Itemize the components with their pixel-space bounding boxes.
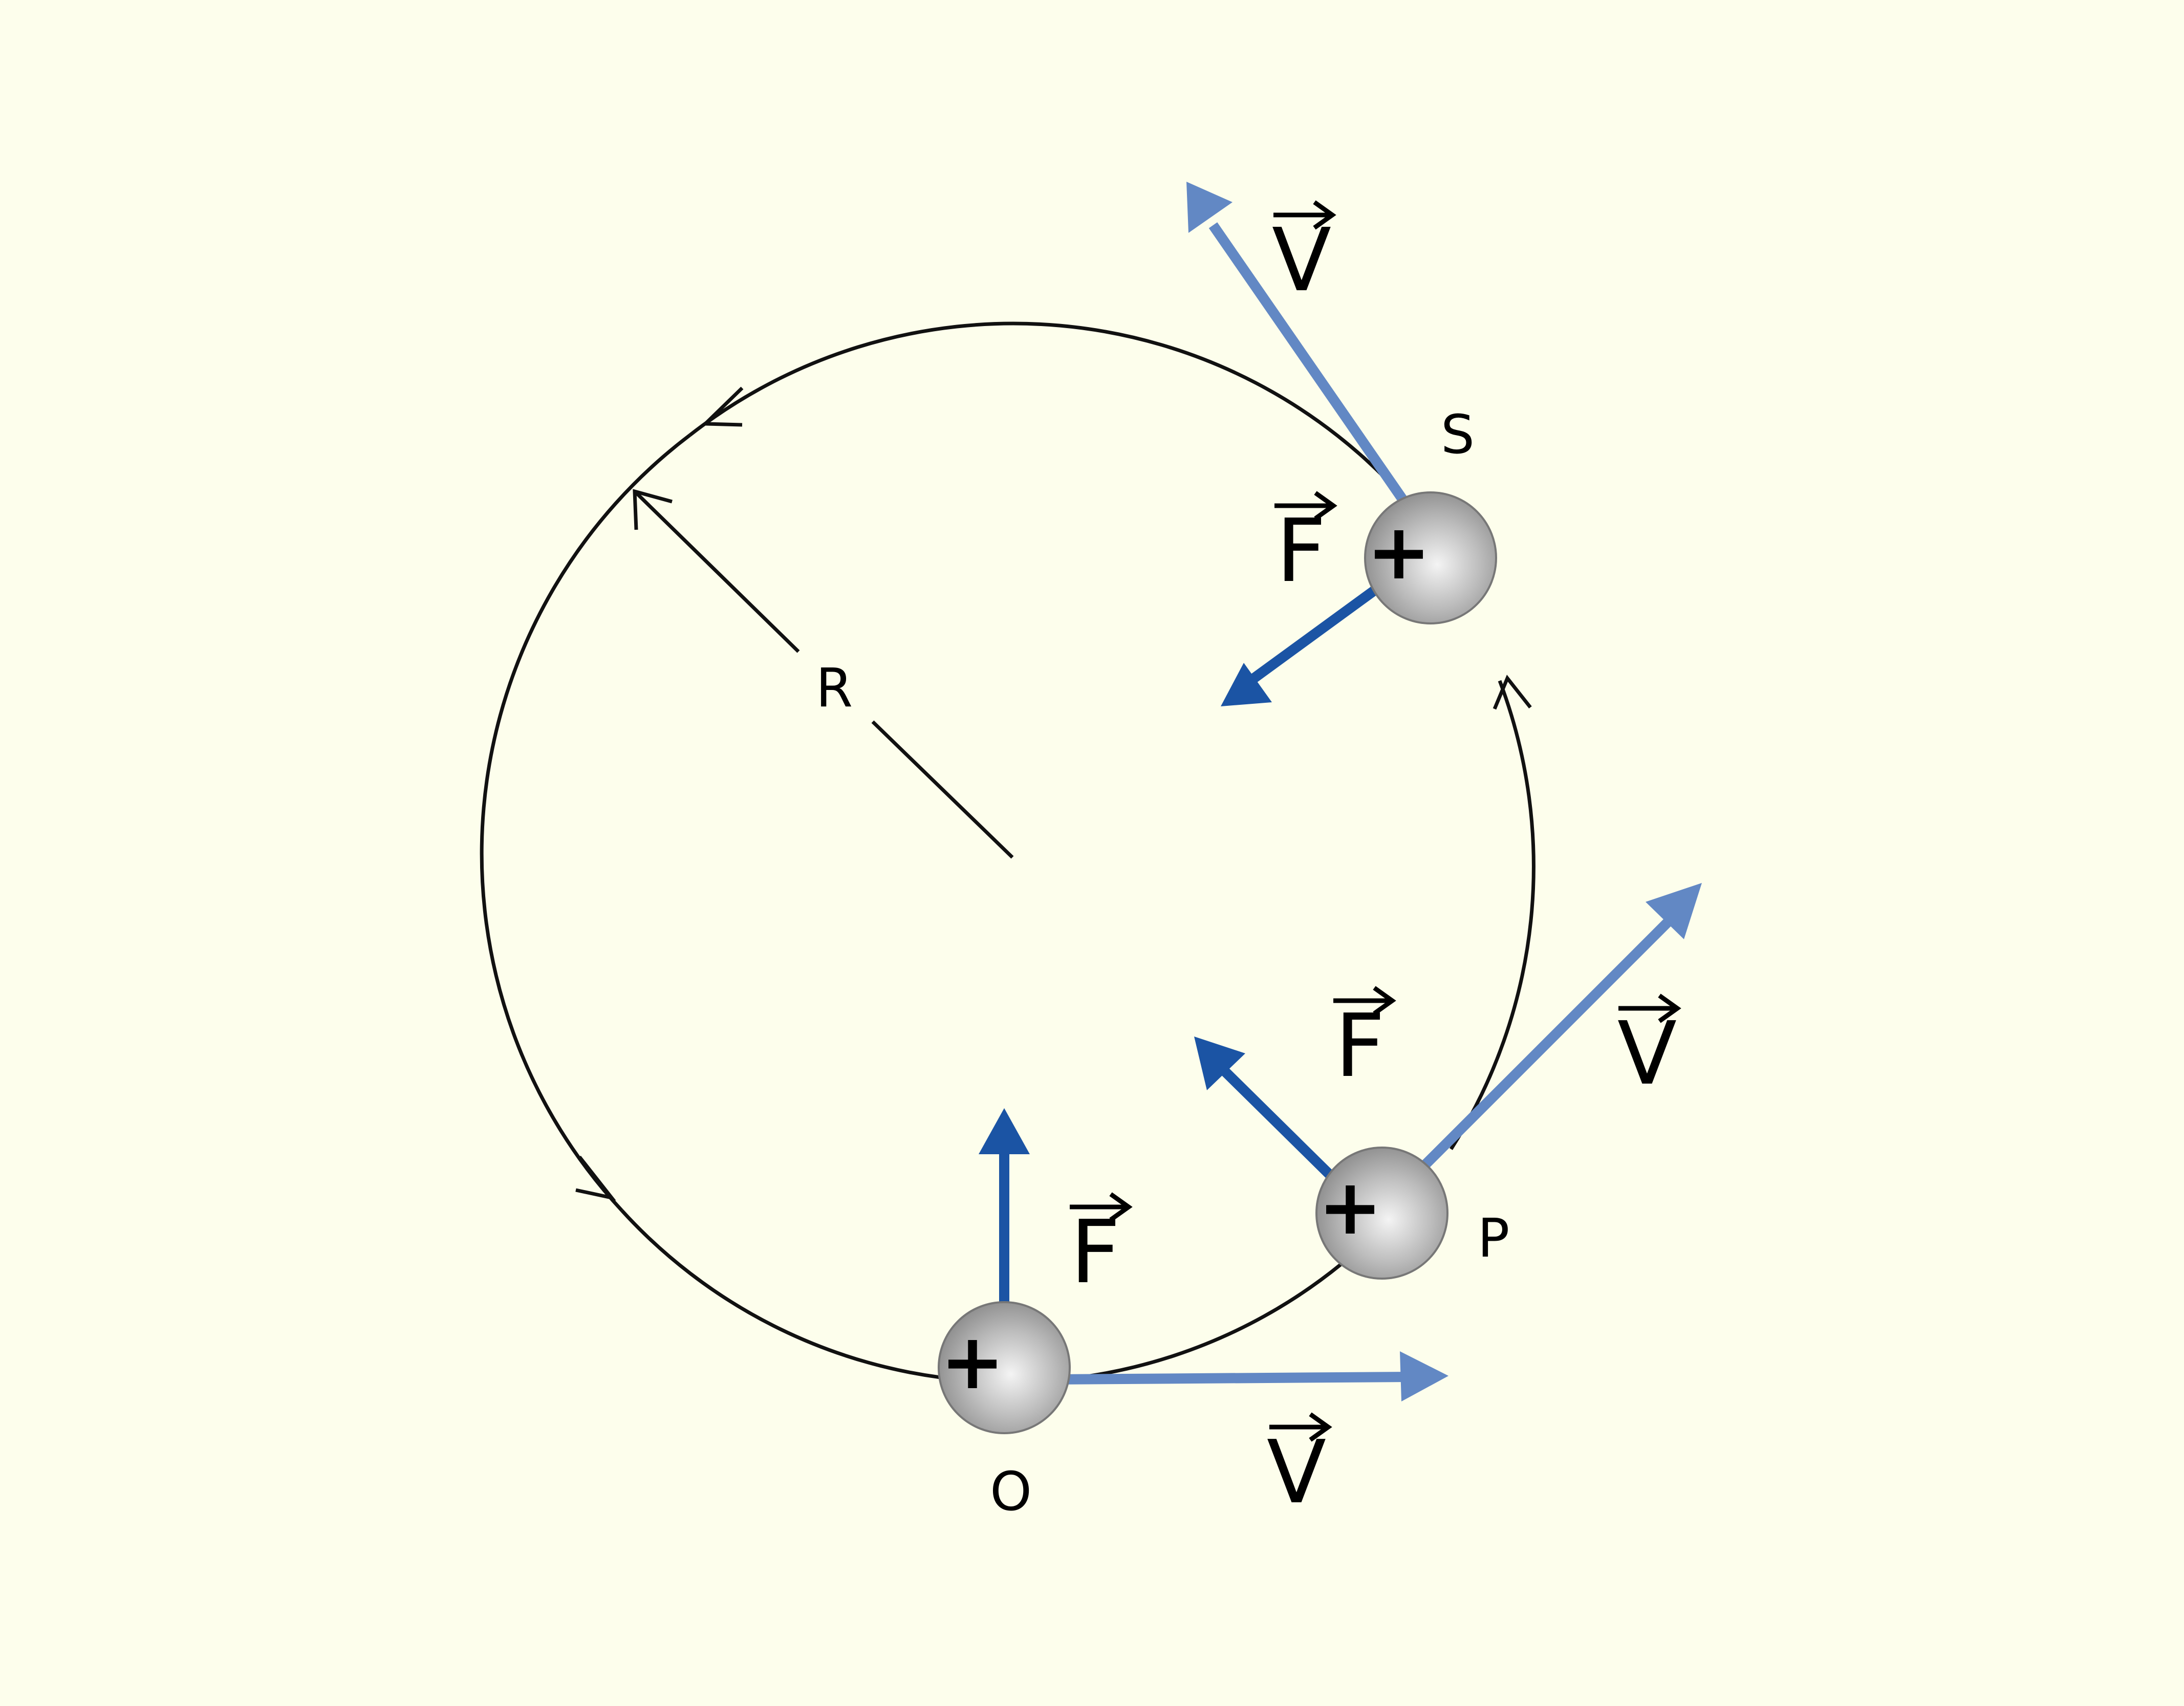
svg-text:V: V — [1267, 1422, 1326, 1523]
velocity-arrow-s-head-icon — [1186, 182, 1232, 233]
charge-sign-o: + — [940, 1318, 1005, 1407]
force-label-o: F — [1070, 1192, 1133, 1303]
force-arrow-s-head-icon — [1221, 663, 1272, 706]
velocity-arrow-p-shaft — [1421, 915, 1675, 1169]
svg-text:V: V — [1617, 1003, 1677, 1105]
velocity-arrow-p-head-icon — [1646, 883, 1702, 939]
orbit-direction-arrows — [575, 386, 1532, 1201]
velocity-arrow-o-head-icon — [1400, 1351, 1448, 1401]
charge-sign-s: + — [1367, 508, 1431, 597]
velocity-label-s: V — [1272, 200, 1336, 311]
charge-p: + — [1194, 883, 1702, 1280]
chevron-left-icon — [575, 1155, 616, 1201]
chevron-top-icon — [701, 386, 744, 427]
radius-label: R — [816, 657, 853, 719]
charge-sphere-o-icon — [938, 1301, 1071, 1434]
force-arrow-s-shaft — [1251, 584, 1380, 683]
point-p-label: P — [1478, 1207, 1510, 1269]
radius-arrowhead-icon — [633, 489, 673, 530]
charge-sign-p: + — [1318, 1163, 1382, 1252]
svg-text:F: F — [1070, 1202, 1120, 1303]
radius-line — [633, 489, 1014, 859]
force-label-s: F — [1274, 491, 1337, 602]
orbit-arc-right — [1450, 680, 1536, 1150]
charge-sphere-s-icon — [1364, 491, 1497, 624]
velocity-arrow-s-shaft — [1208, 222, 1407, 502]
force-arrow-o-head-icon — [979, 1108, 1030, 1154]
svg-text:F: F — [1276, 501, 1326, 602]
force-arrow-p-shaft — [1219, 1066, 1335, 1180]
velocity-label-o: V — [1267, 1412, 1332, 1523]
force-arrow-p-head-icon — [1194, 1036, 1245, 1090]
charge-s: + — [1186, 182, 1497, 706]
point-o-label: O — [990, 1460, 1032, 1523]
charge-sphere-p-icon — [1315, 1147, 1448, 1280]
orbit-arc-top-left — [688, 321, 1407, 501]
svg-text:V: V — [1272, 210, 1331, 311]
velocity-arrow-o-shaft — [1051, 1372, 1411, 1385]
charge-o: + — [938, 1108, 1448, 1434]
orbit-arc-left — [480, 434, 691, 1212]
chevron-right-icon — [1493, 675, 1532, 710]
svg-text:F: F — [1335, 996, 1385, 1097]
force-label-p: F — [1333, 986, 1396, 1097]
velocity-label-p: V — [1617, 994, 1681, 1105]
point-s-label: S — [1441, 403, 1475, 466]
